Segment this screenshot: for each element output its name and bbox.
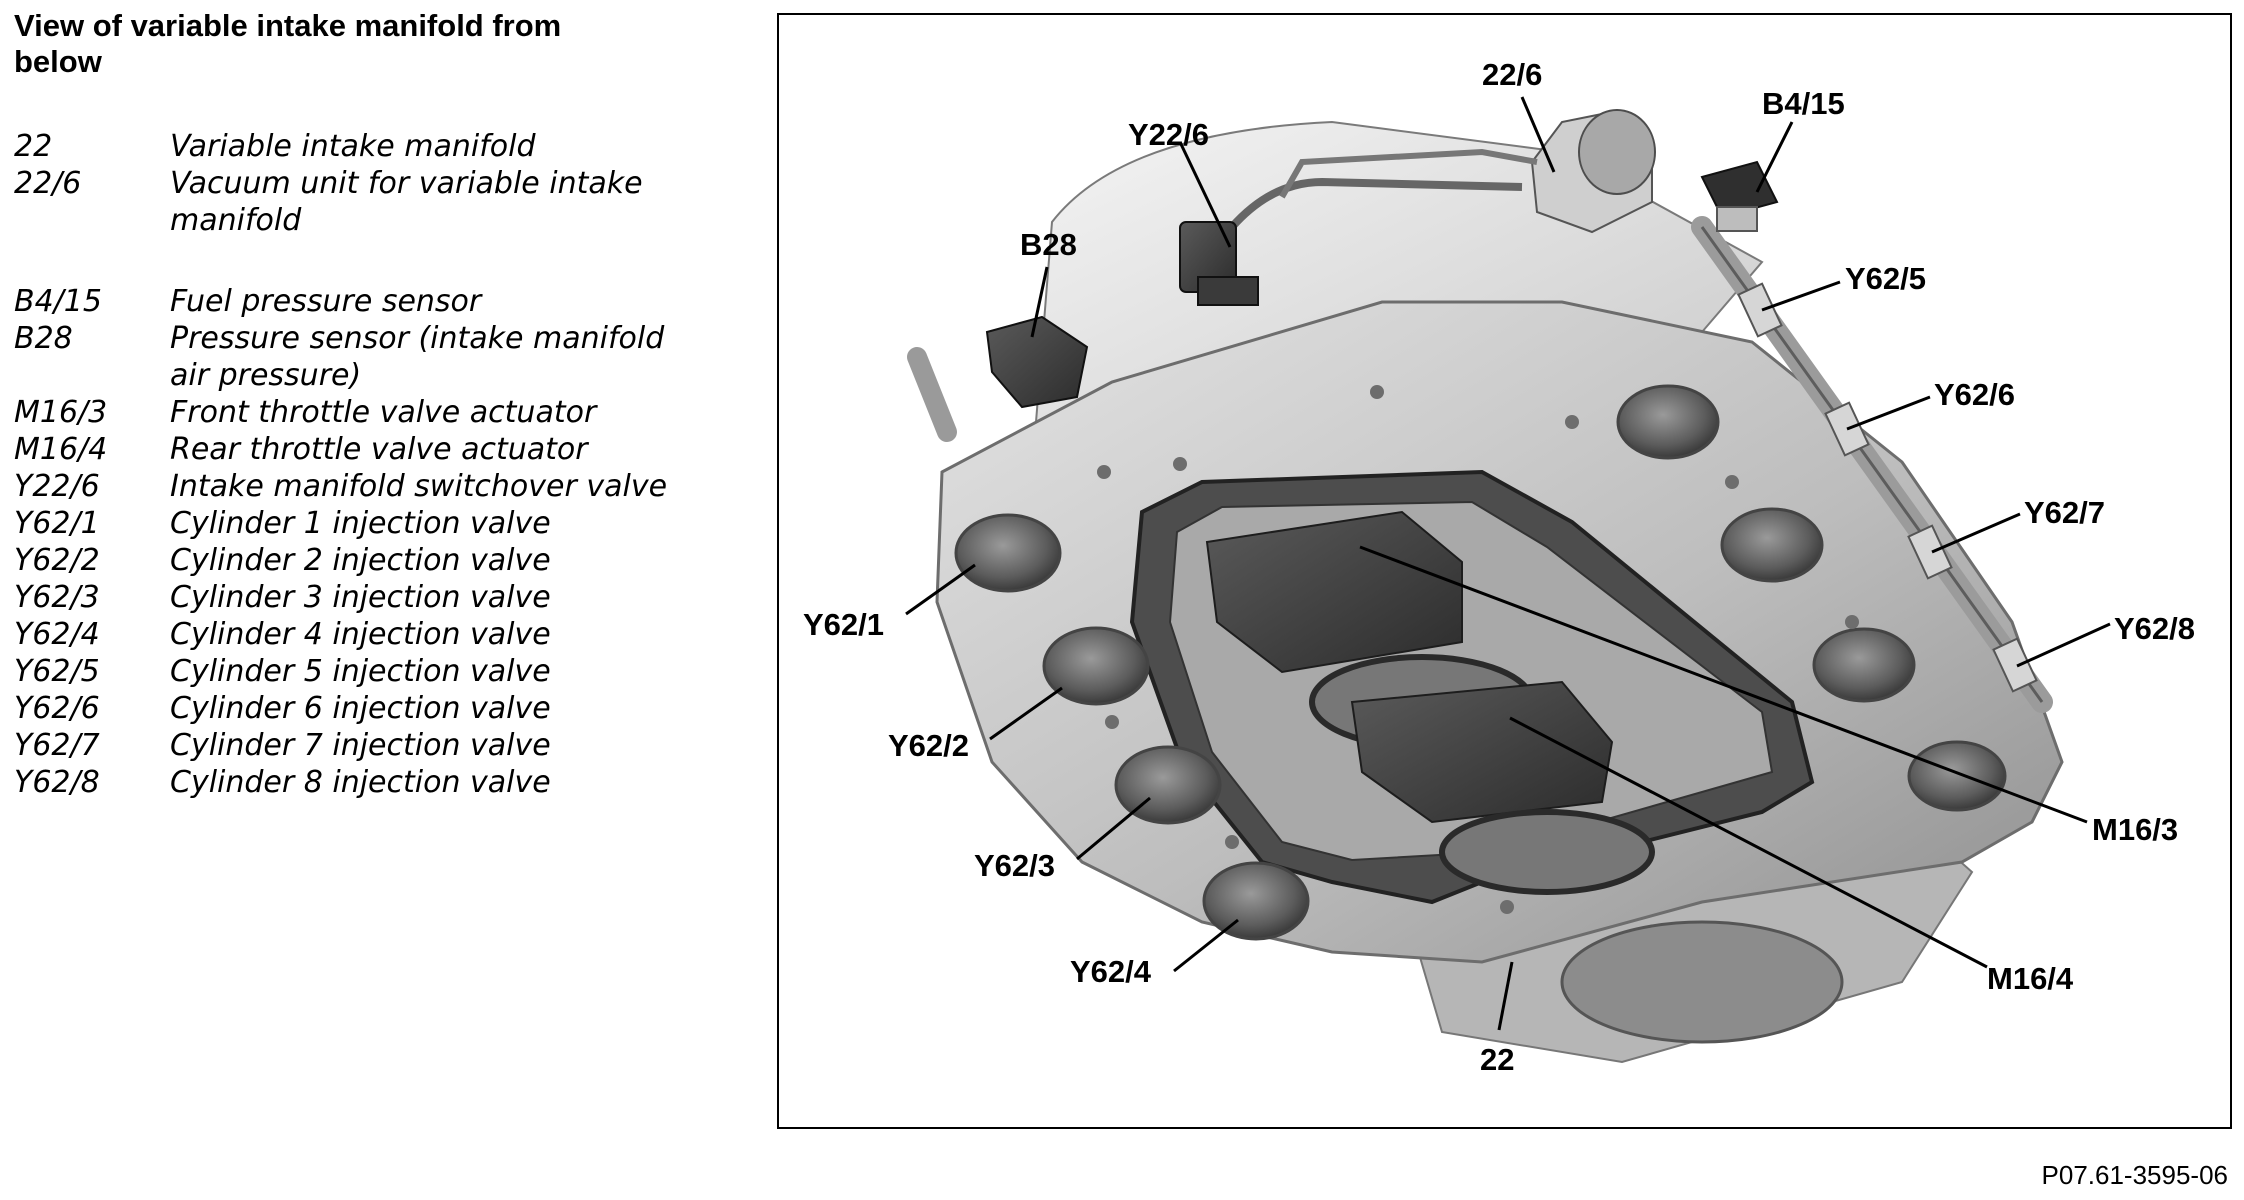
callout-y62-8: Y62/8 (2114, 611, 2195, 646)
intake-port-4 (1202, 861, 1310, 941)
page-title: View of variable intake manifold from be… (14, 8, 562, 79)
legend-item: M16/4 Rear throttle valve actuator (14, 431, 754, 468)
legend-code: Y62/7 (14, 728, 100, 763)
callout-22-6: 22/6 (1482, 57, 1542, 92)
legend-code: Y62/5 (14, 654, 100, 689)
front-throttle-actuator (1205, 510, 1463, 674)
figure-reference: P07.61-3595-06 (2041, 1160, 2228, 1190)
callout-y62-2: Y62/2 (888, 728, 969, 763)
legend-item: Y62/2 Cylinder 2 injection valve (14, 542, 754, 579)
callout-y62-7: Y62/7 (2024, 495, 2105, 530)
legend-code: B28 (14, 321, 73, 356)
legend-description: Cylinder 8 injection valve (170, 765, 551, 800)
legend-item: Y62/5 Cylinder 5 injection valve (14, 653, 754, 690)
intake-port-8 (1907, 740, 2007, 812)
diagram-frame: 22/6 Y22/6 B4/15 B28 Y62/5 Y62/6 Y62/7 Y… (777, 13, 2232, 1129)
legend-description: Cylinder 7 injection valve (170, 728, 551, 763)
legend-description: Rear throttle valve actuator (170, 432, 588, 467)
legend-item: Y62/7 Cylinder 7 injection valve (14, 727, 754, 764)
legend-code: 22/6 (14, 166, 82, 201)
rear-throttle-actuator (1350, 680, 1614, 824)
legend-description: Cylinder 6 injection valve (170, 691, 551, 726)
callout-y62-4: Y62/4 (1070, 954, 1152, 989)
left-injector-tube (907, 347, 957, 442)
manifold-outlet (1560, 920, 1844, 1044)
legend-item: B4/15 Fuel pressure sensor (14, 283, 754, 320)
legend-item: B28 Pressure sensor (intake manifold air… (14, 320, 754, 394)
legend-item: Y62/4 Cylinder 4 injection valve (14, 616, 754, 653)
intake-port-1 (954, 513, 1062, 593)
callout-y62-3: Y62/3 (974, 848, 1055, 883)
callout-m16-3: M16/3 (2092, 812, 2178, 847)
injector-5 (1737, 282, 1783, 338)
callout-y62-1: Y62/1 (803, 607, 884, 642)
legend-description: Cylinder 1 injection valve (170, 506, 551, 541)
callout-b4-15: B4/15 (1762, 86, 1845, 121)
legend-item: 22 Variable intake manifold (14, 128, 754, 165)
leader-lines (905, 96, 2111, 1031)
legend-code: Y22/6 (14, 469, 100, 504)
legend-item: Y62/8 Cylinder 8 injection valve (14, 764, 754, 801)
callout-y62-6: Y62/6 (1934, 377, 2015, 412)
legend-item: Y62/3 Cylinder 3 injection valve (14, 579, 754, 616)
intake-port-5 (1616, 384, 1720, 460)
legend-description: Front throttle valve actuator (170, 395, 597, 430)
injector-8 (1992, 637, 2038, 693)
legend-code: Y62/2 (14, 543, 100, 578)
legend-description: Pressure sensor (intake manifold air pre… (170, 321, 665, 393)
callout-b28: B28 (1020, 227, 1077, 262)
fuel-pressure-sensor (1700, 160, 1779, 219)
legend-description: Cylinder 2 injection valve (170, 543, 551, 578)
legend-description: Variable intake manifold (170, 129, 536, 164)
legend-description: Cylinder 5 injection valve (170, 654, 551, 689)
legend-list: 22 Variable intake manifold 22/6 Vacuum … (14, 128, 754, 801)
intake-port-7 (1812, 627, 1916, 703)
intake-port-2 (1042, 626, 1150, 706)
legend-description: Cylinder 3 injection valve (170, 580, 551, 615)
legend-code: Y62/8 (14, 765, 100, 800)
rear-throttle-body (1439, 809, 1655, 895)
legend-item: Y62/1 Cylinder 1 injection valve (14, 505, 754, 542)
callout-y22-6: Y22/6 (1128, 117, 1209, 152)
legend-item: Y22/6 Intake manifold switchover valve (14, 468, 754, 505)
legend-code: M16/3 (14, 395, 108, 430)
legend-code: Y62/4 (14, 617, 100, 652)
legend-item: 22/6 Vacuum unit for variable intake man… (14, 165, 754, 239)
legend-description: Fuel pressure sensor (170, 284, 482, 319)
legend-code: B4/15 (14, 284, 102, 319)
legend-code: M16/4 (14, 432, 108, 467)
callout-22: 22 (1480, 1042, 1514, 1077)
legend-code: Y62/6 (14, 691, 100, 726)
legend-description: Vacuum unit for variable intake manifold (170, 166, 643, 238)
legend-code: 22 (14, 129, 53, 164)
callout-y62-5: Y62/5 (1845, 261, 1926, 296)
legend-code: Y62/3 (14, 580, 100, 615)
legend-description: Intake manifold switchover valve (170, 469, 668, 504)
manifold-illustration: 22/6 Y22/6 B4/15 B28 Y62/5 Y62/6 Y62/7 Y… (803, 57, 2195, 1077)
legend-item: M16/3 Front throttle valve actuator (14, 394, 754, 431)
legend-code: Y62/1 (14, 506, 100, 541)
legend-description: Cylinder 4 injection valve (170, 617, 551, 652)
intake-pressure-sensor (985, 315, 1089, 409)
legend-item: Y62/6 Cylinder 6 injection valve (14, 690, 754, 727)
callout-m16-4: M16/4 (1987, 961, 2074, 996)
vacuum-line (1229, 177, 1523, 230)
intake-port-6 (1720, 507, 1824, 583)
